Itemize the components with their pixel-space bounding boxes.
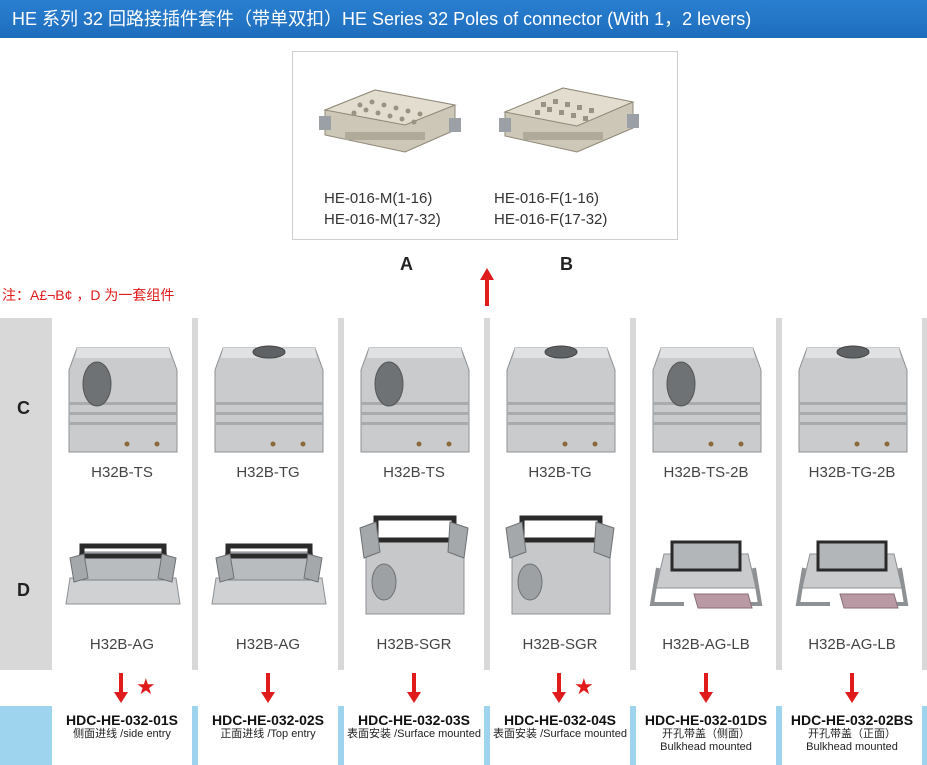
insert-panel: HE-016-M(1-16) HE-016-M(17-32) HE-016-F(…	[292, 51, 678, 240]
hood-label: H32B-TS	[91, 464, 153, 481]
arrow-row	[344, 673, 484, 703]
recommended-star-icon: ★	[574, 674, 594, 699]
frame-label: H32B-SGR	[376, 636, 452, 653]
male-insert-image	[319, 89, 461, 153]
male-insert-label: HE-016-M(1-16)	[324, 190, 433, 207]
side-entry-hood-icon	[652, 347, 762, 453]
low-base-frame-icon	[65, 543, 181, 605]
row-label-c: C	[17, 398, 30, 418]
product-column: H32B-TG H32B-SGR	[490, 318, 630, 670]
frame-label: H32B-AG	[235, 636, 301, 653]
side-entry-hood-icon	[68, 347, 178, 453]
female-insert-label: HE-016-F(17-32)	[494, 211, 608, 228]
order-code-description: 表面安装 /Surface mounted	[493, 728, 627, 740]
top-entry-hood-icon	[506, 345, 616, 453]
up-arrow-icon	[480, 268, 494, 306]
order-code-description: Bulkhead mounted	[660, 741, 752, 753]
order-code: HDC-HE-032-04S	[503, 712, 617, 728]
down-arrow-icon	[699, 673, 713, 703]
male-insert-labels: HE-016-M(1-16) HE-016-M(17-32)	[324, 188, 441, 230]
hood-label: H32B-TG-2B	[808, 464, 896, 481]
down-arrow-icon	[261, 673, 275, 703]
female-insert-labels: HE-016-F(1-16) HE-016-F(17-32)	[494, 188, 607, 230]
order-code-description: 侧面进线 /side entry	[73, 728, 171, 740]
top-entry-hood-icon	[214, 345, 324, 453]
frame-label: H32B-AG	[89, 636, 155, 653]
hood-label: H32B-TG	[236, 464, 300, 481]
arrow-row	[636, 673, 776, 703]
down-arrow-icon	[407, 673, 421, 703]
order-code: HDC-HE-032-01DS	[644, 712, 768, 728]
order-code-description: 正面进线 /Top entry	[220, 728, 316, 740]
order-code: HDC-HE-032-01S	[65, 712, 179, 728]
row-label-d: D	[17, 580, 30, 600]
down-arrow-icon	[114, 673, 128, 703]
order-code-description: 开孔带盖（正面）	[808, 728, 896, 740]
hood-label: H32B-TS	[383, 464, 445, 481]
product-column: H32B-TS-2B H32B-AG-LB	[636, 318, 776, 670]
surface-housing-icon	[359, 515, 469, 615]
product-column: H32B-TG-2B H32B-AG-LB	[782, 318, 922, 670]
male-insert-label: HE-016-M(17-32)	[324, 211, 441, 228]
hood-label: H32B-TS-2B	[663, 464, 749, 481]
bulkhead-frame-icon	[649, 540, 763, 609]
label-a: A	[400, 254, 413, 274]
low-base-frame-icon	[211, 543, 327, 605]
frame-label: H32B-AG-LB	[808, 636, 896, 653]
order-code-description: 表面安装 /Surface mounted	[347, 728, 481, 740]
order-code: HDC-HE-032-02S	[211, 712, 325, 728]
product-column: H32B-TS H32B-AG	[52, 318, 192, 670]
surface-housing-icon	[505, 515, 615, 615]
top-entry-hood-icon	[798, 345, 908, 453]
side-entry-hood-icon	[360, 347, 470, 453]
arrow-row	[782, 673, 922, 703]
assembly-note: 注：A£¬B¢ ，D 为一套组件	[2, 287, 175, 303]
arrow-row	[198, 673, 338, 703]
order-code-description: Bulkhead mounted	[806, 741, 898, 753]
order-code-description: 开孔带盖（侧面）	[662, 728, 750, 740]
female-insert-image	[499, 87, 639, 153]
order-code: HDC-HE-032-02BS	[790, 712, 914, 728]
page-title: HE 系列 32 回路接插件套件（带单双扣）HE Series 32 Poles…	[0, 0, 927, 38]
arrow-row: ★	[490, 673, 630, 703]
order-code: HDC-HE-032-03S	[357, 712, 471, 728]
product-column: H32B-TG H32B-AG	[198, 318, 338, 670]
frame-label: H32B-SGR	[522, 636, 598, 653]
down-arrow-icon	[845, 673, 859, 703]
product-column: H32B-TS H32B-SGR	[344, 318, 484, 670]
bulkhead-frame-icon	[795, 540, 909, 609]
recommended-star-icon: ★	[136, 674, 156, 699]
down-arrow-icon	[552, 673, 566, 703]
female-insert-label: HE-016-F(1-16)	[494, 190, 600, 207]
label-b: B	[560, 254, 573, 274]
arrow-row: ★	[52, 673, 192, 703]
frame-label: H32B-AG-LB	[662, 636, 750, 653]
hood-label: H32B-TG	[528, 464, 592, 481]
